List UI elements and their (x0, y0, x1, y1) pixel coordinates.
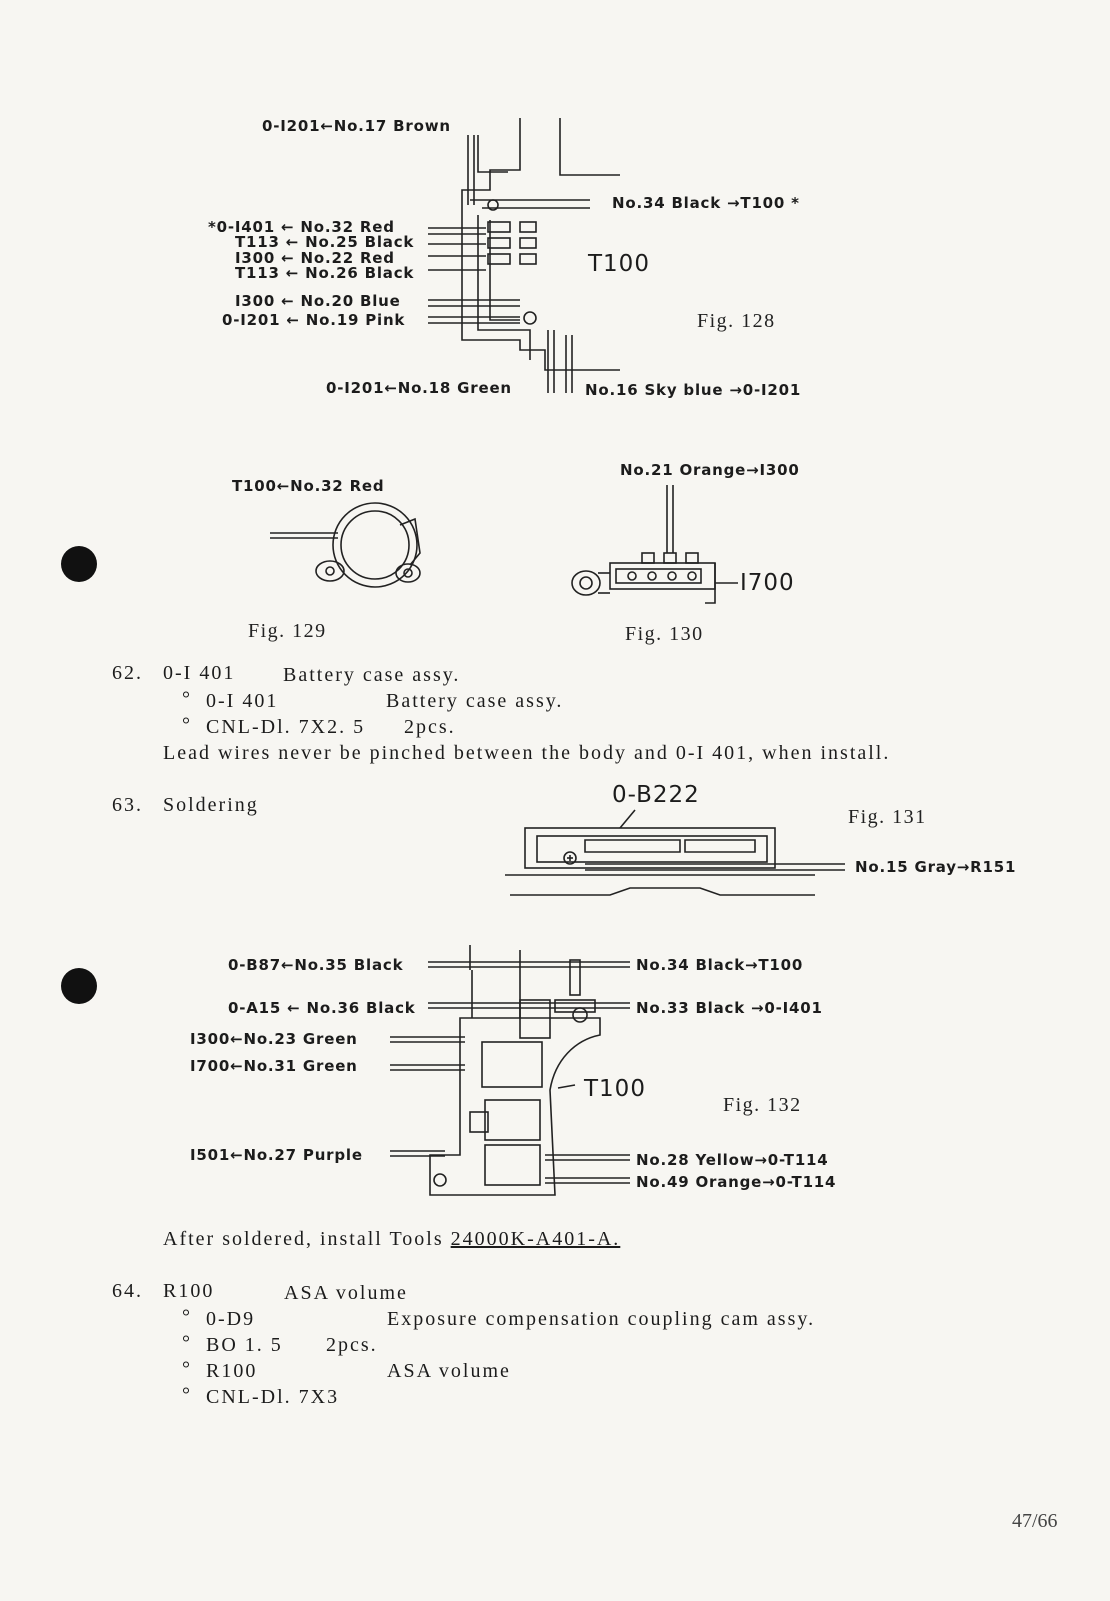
step64-item3-desc: ASA volume (387, 1360, 511, 1382)
fig128-label-bottom-left: 0-I201←No.18 Green (326, 379, 512, 397)
after-note-prefix: After soldered, install Tools (163, 1228, 451, 1250)
step63-number: 63. (112, 794, 143, 816)
fig130-caption: Fig. 130 (625, 623, 704, 645)
fig128-label-bottom-right: No.16 Sky blue →0-I201 (585, 381, 802, 399)
step62-item1-bullet: ° (182, 688, 192, 710)
step64-item3-bullet: ° (182, 1358, 192, 1380)
fig132-label-left-5: I501←No.27 Purple (190, 1146, 363, 1164)
fig128-center-label: T100 (588, 251, 650, 277)
fig132-label-left-2: 0-A15 ← No.36 Black (228, 999, 416, 1017)
fig131-drawing (505, 809, 845, 896)
fig132-caption: Fig. 132 (723, 1094, 802, 1116)
fig132-label-left-4: I700←No.31 Green (190, 1057, 358, 1075)
fig128-label-left-1: *0-I401 ← No.32 Red (208, 218, 395, 236)
step64-item2-desc: 2pcs. (326, 1334, 378, 1356)
fig128-caption: Fig. 128 (697, 310, 776, 332)
step62-title: Battery case assy. (283, 664, 461, 686)
fig132-drawing (390, 945, 630, 1196)
fig129-drawing (270, 502, 421, 588)
fig128-label-left-5: I300 ← No.20 Blue (235, 292, 401, 310)
fig128-label-left-3: I300 ← No.22 Red (235, 249, 395, 267)
fig132-center-label: T100 (584, 1076, 646, 1102)
punch-hole-top (61, 546, 97, 582)
step64-item1-bullet: ° (182, 1306, 192, 1328)
fig128-label-top-left: 0-I201←No.17 Brown (262, 117, 451, 135)
step64-item4-bullet: ° (182, 1384, 192, 1406)
step62-item2-desc: 2pcs. (404, 716, 456, 738)
step63-title: Soldering (163, 794, 259, 816)
fig128-label-right-top: No.34 Black →T100 * (612, 194, 800, 212)
step62-item2-code: CNL-Dl. 7X2. 5 (206, 716, 366, 738)
fig128-label-left-6: 0-I201 ← No.19 Pink (222, 311, 406, 329)
step64-item1-code: 0-D9 (206, 1308, 256, 1330)
fig128-drawing (428, 118, 620, 393)
after-soldered-note: After soldered, install Tools 24000K-A40… (163, 1228, 620, 1251)
step64-title: ASA volume (284, 1282, 408, 1304)
step64-number: 64. (112, 1280, 143, 1302)
step62-number: 62. (112, 662, 143, 684)
fig132-label-right-4: No.49 Orange→0-T114 (636, 1173, 837, 1191)
fig129-label: T100←No.32 Red (232, 477, 385, 495)
fig132-label-right-1: No.34 Black→T100 (636, 956, 804, 974)
page-number: 47/66 (1012, 1510, 1058, 1532)
fig131-caption: Fig. 131 (848, 806, 927, 828)
step62-note: Lead wires never be pinched between the … (163, 742, 891, 764)
step64-item3-code: R100 (206, 1360, 258, 1382)
fig128-label-left-4: T113 ← No.26 Black (235, 264, 415, 282)
fig132-label-left-1: 0-B87←No.35 Black (228, 956, 404, 974)
fig131-wire-label: No.15 Gray→R151 (855, 858, 1017, 876)
step64-code: R100 (163, 1280, 215, 1302)
step64-item2-code: BO 1. 5 (206, 1334, 283, 1356)
fig130-part-label: I700 (740, 570, 795, 596)
step64-item2-bullet: ° (182, 1332, 192, 1354)
step64-item1-desc: Exposure compensation coupling cam assy. (387, 1308, 816, 1330)
punch-hole-bottom (61, 968, 97, 1004)
fig132-label-right-3: No.28 Yellow→0-T114 (636, 1151, 829, 1169)
fig130-drawing (571, 485, 738, 604)
fig128-label-left-2: T113 ← No.25 Black (235, 233, 415, 251)
fig129-caption: Fig. 129 (248, 620, 327, 642)
step62-code: 0-I 401 (163, 662, 236, 684)
fig130-label: No.21 Orange→I300 (620, 461, 800, 479)
fig132-label-left-3: I300←No.23 Green (190, 1030, 358, 1048)
step64-item4-code: CNL-Dl. 7X3 (206, 1386, 340, 1408)
step62-item2-bullet: ° (182, 714, 192, 736)
fig131-part-label: 0-B222 (612, 782, 700, 808)
fig132-label-right-2: No.33 Black →0-I401 (636, 999, 823, 1017)
after-note-tool: 24000K-A401-A. (450, 1228, 621, 1250)
step62-item1-desc: Battery case assy. (386, 690, 564, 712)
step62-item1-code: 0-I 401 (206, 690, 279, 712)
